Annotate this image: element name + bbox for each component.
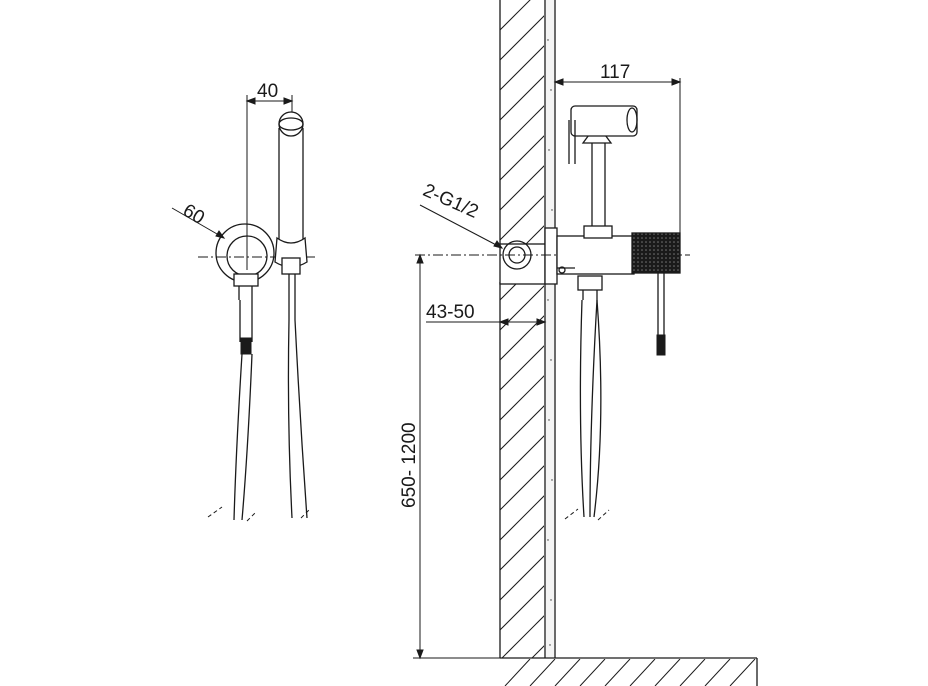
wall-inlet [499, 227, 558, 285]
dimension-diameter: 60 [171, 200, 226, 239]
dimension-offset-label: 43-50 [426, 302, 475, 323]
dimension-width-label: 40 [257, 81, 278, 102]
front-view: 40 60 [171, 81, 315, 522]
dimension-depth: 117 [553, 62, 682, 233]
wall-section [499, 0, 556, 658]
hoses-front [207, 319, 310, 522]
side-view: 2-G1/2 [399, 0, 758, 686]
mixer-body [556, 232, 681, 356]
hose-side [564, 275, 610, 521]
dimension-offset: 43-50 [426, 302, 547, 330]
hand-shower-front [274, 111, 308, 320]
floor-section [500, 657, 758, 686]
dimension-inlet-label: 2-G1/2 [420, 180, 482, 223]
dimension-inlet: 2-G1/2 [420, 180, 504, 249]
dimension-height: 650- 1200 [399, 253, 500, 660]
hand-shower-side [568, 105, 638, 239]
dimension-depth-label: 117 [600, 62, 630, 83]
wall-escutcheon [215, 223, 275, 283]
dimension-width: 40 [245, 81, 294, 270]
dimension-height-label: 650- 1200 [399, 422, 420, 508]
hose-connector-front [233, 273, 259, 355]
dimension-diameter-label: 60 [179, 200, 208, 229]
